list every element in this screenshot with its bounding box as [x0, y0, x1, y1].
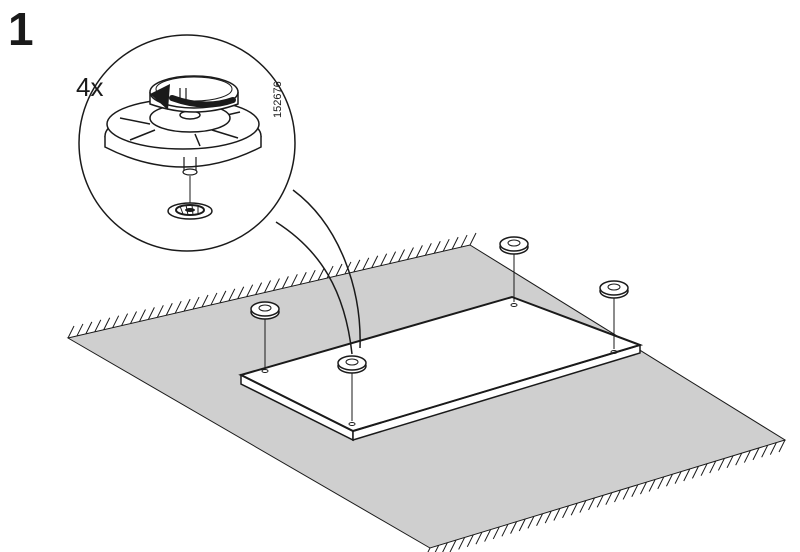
adjustable-foot-icon	[337, 355, 367, 426]
adjustable-foot-icon	[250, 301, 280, 373]
detail-circle	[78, 34, 296, 252]
table-top-panel	[238, 295, 644, 442]
detail-callout-pointer	[275, 189, 361, 355]
quantity-label: 4x	[76, 72, 104, 102]
adjustable-foot-icon	[104, 75, 262, 176]
adjustable-foot-icon	[499, 236, 529, 307]
part-code: 152676	[272, 81, 284, 118]
rotate-arrow-icon	[150, 84, 236, 110]
adjustable-foot-icon	[599, 280, 629, 354]
insert-hole-icon	[167, 202, 213, 220]
step-number: 1	[8, 3, 34, 55]
